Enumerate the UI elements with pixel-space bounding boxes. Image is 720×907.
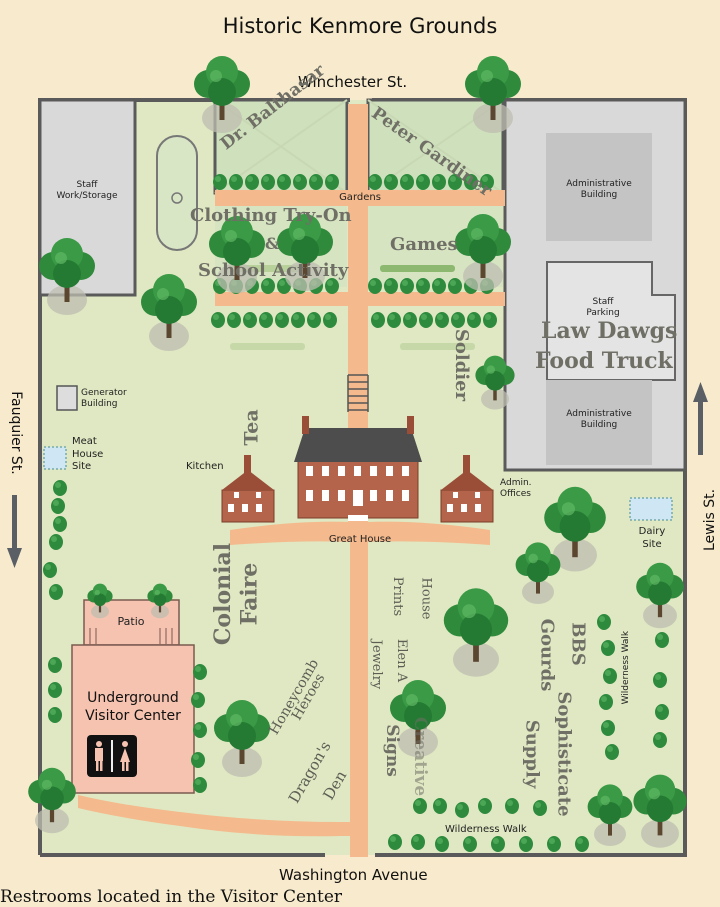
label-meat-house: Meat House Site: [72, 436, 104, 472]
vendor-house: House: [418, 577, 434, 620]
vendor-jewelry: Jewelry: [369, 639, 385, 690]
label-kitchen: Kitchen: [186, 461, 224, 472]
vendor-games: Games: [390, 234, 458, 255]
label-wilderness-walk-vertical: Wilderness Walk: [621, 630, 632, 705]
vendor-prints: Prints: [390, 576, 406, 617]
street-lewis: Lewis St.: [702, 488, 719, 552]
street-washington: Washington Avenue: [279, 866, 428, 884]
street-fauquier: Fauquier St.: [7, 391, 24, 475]
vendor-soldier: Soldier: [451, 328, 473, 402]
vendor-colonial: Colonial: [210, 542, 237, 646]
label-visitor-center: Underground Visitor Center: [85, 690, 181, 724]
restroom-icon: [87, 735, 137, 777]
label-admin-building-bottom: Administrative Building: [566, 409, 632, 431]
vendor-sophisticate: Sophisticate: [553, 691, 575, 817]
restroom-note: Restrooms located in the Visitor Center: [0, 887, 343, 907]
vendor-ampersand: &: [265, 234, 280, 253]
map-title: Historic Kenmore Grounds: [222, 14, 498, 38]
label-great-house: Great House: [328, 534, 392, 545]
vendor-tea: Tea: [240, 409, 263, 446]
label-wilderness-walk-bottom: Wilderness Walk: [445, 824, 527, 835]
label-admin-building-top: Administrative Building: [566, 179, 632, 201]
generator-building: [56, 385, 78, 411]
great-house: [294, 416, 422, 521]
vendor-clothing-try-on: Clothing Try-On: [190, 205, 352, 226]
street-winchester: Winchester St.: [298, 73, 408, 91]
vendor-law-dawgs: Law Dawgs: [541, 318, 678, 344]
label-staff-parking: Staff Parking: [586, 297, 620, 319]
vendor-creative: Creative: [410, 716, 431, 797]
label-patio: Patio: [117, 615, 145, 628]
garden-paths: [78, 104, 505, 857]
label-gardens: Gardens: [339, 192, 381, 203]
label-admin-offices: Admin. Offices: [500, 478, 532, 500]
label-staff-storage: Staff Work/Storage: [56, 180, 118, 202]
meat-house-site: [43, 446, 67, 470]
vendor-faire: Faire: [236, 562, 263, 626]
label-generator: Generator Building: [81, 388, 127, 410]
vendor-food-truck: Food Truck: [535, 348, 673, 374]
lewis-direction-arrow: [693, 382, 708, 455]
kitchen-building: [221, 455, 275, 523]
vendor-supply: Supply: [521, 719, 543, 789]
vendor-gourds: Gourds: [536, 618, 558, 692]
dairy-site: [629, 497, 673, 521]
vendor-signs: Signs: [381, 724, 402, 777]
vendor-bbs: BBS: [567, 622, 589, 666]
vendor-school-activity: School Activity: [198, 260, 349, 281]
fauquier-direction-arrow: [7, 495, 22, 568]
admin-offices-building: [440, 455, 494, 523]
label-dairy: Dairy Site: [638, 526, 666, 550]
vendor-elen-a: Elen A: [394, 638, 410, 683]
